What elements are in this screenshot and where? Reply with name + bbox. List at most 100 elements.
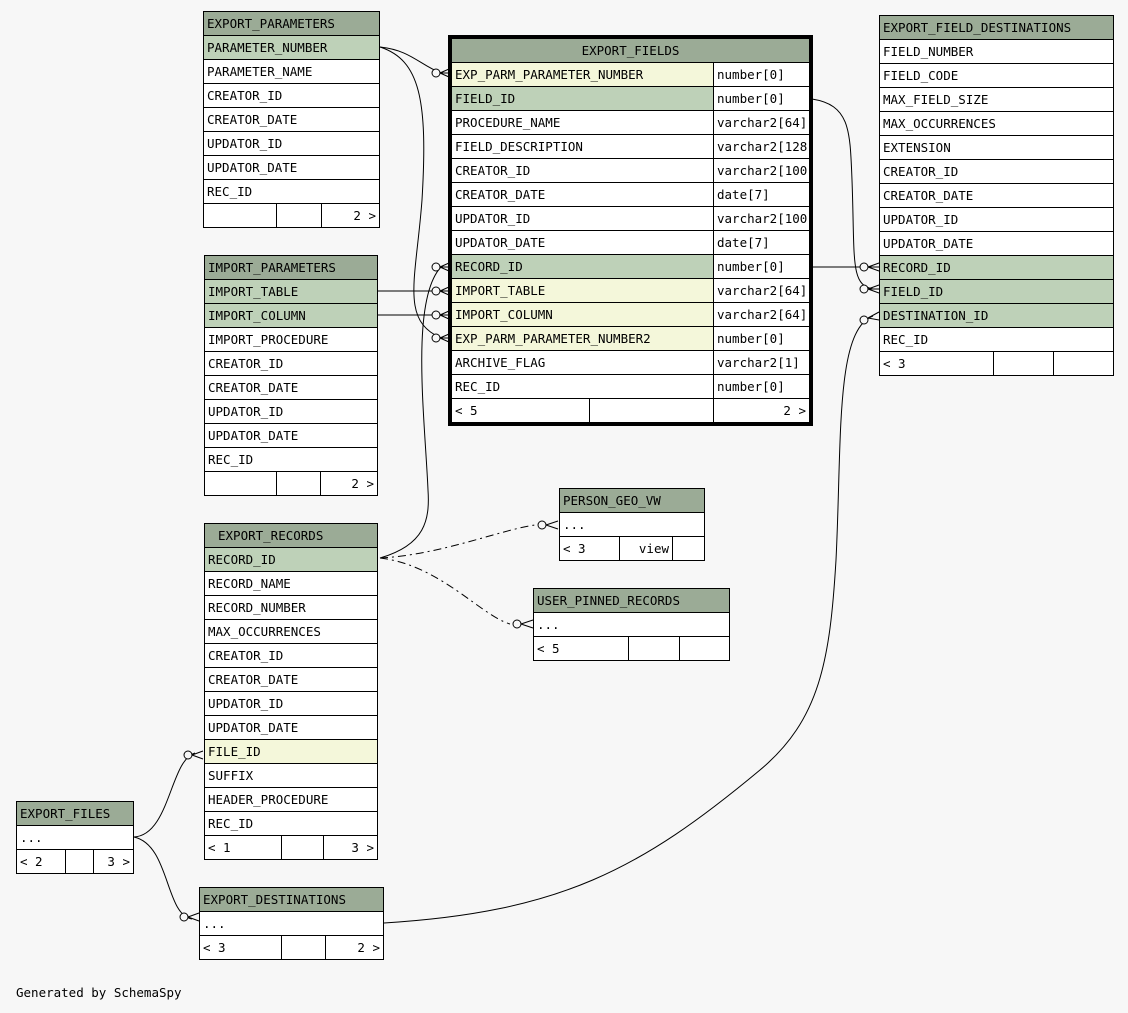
column-row[interactable]: CREATOR_DATE [204,375,378,400]
edge-param-to-expparm2 [379,46,442,339]
parents-link[interactable]: < 3 [879,351,994,376]
column-row[interactable]: CREATOR_ID [204,643,378,668]
children-link[interactable]: 3 > [323,835,378,860]
column-row[interactable]: RECORD_NAME [204,571,378,596]
column-type: varchar2[1] [713,350,810,375]
children-link[interactable]: 2 > [320,471,378,496]
edge-records-to-persongeo [379,524,536,559]
column-name: CREATOR_ID [204,643,378,668]
column-name: FIELD_DESCRIPTION [451,134,714,159]
column-row[interactable]: IMPORT_TABLE [204,279,378,304]
table-export-files[interactable]: EXPORT_FILES ... < 2 3 > [16,801,134,874]
parents-link[interactable]: < 3 [199,935,282,960]
column-row[interactable]: UPDATOR_DATE [204,423,378,448]
column-row[interactable]: CREATOR_ID [204,351,378,376]
column-name: CREATOR_DATE [879,183,1114,208]
column-row[interactable]: REC_ID [204,811,378,836]
column-row[interactable]: RECORD_ID [204,547,378,572]
column-row[interactable]: REC_ID [204,447,378,472]
column-name: CREATOR_ID [204,351,378,376]
table-user-pinned-records[interactable]: USER_PINNED_RECORDS ... < 5 [533,588,730,661]
column-name: PROCEDURE_NAME [451,110,714,135]
parents-link[interactable]: < 1 [204,835,282,860]
children-link[interactable]: 2 > [325,935,384,960]
edge-destinations-to-fielddest [383,315,874,924]
column-row[interactable]: UPDATOR_DATE [203,155,380,180]
children-link[interactable]: 2 > [321,203,380,228]
column-row[interactable]: MAX_FIELD_SIZE [879,87,1114,112]
column-row[interactable]: REC_ID [879,327,1114,352]
column-row[interactable]: EXTENSION [879,135,1114,160]
column-row[interactable]: HEADER_PROCEDURE [204,787,378,812]
column-row[interactable]: DESTINATION_ID [879,303,1114,328]
parents-link[interactable]: < 3 [559,536,620,561]
column-row[interactable]: UPDATOR_ID [204,691,378,716]
column-row[interactable]: CREATOR_DATE [879,183,1114,208]
table-body-ellipsis: ... [199,911,384,936]
table-footer: < 5 2 > [451,398,810,423]
column-row[interactable]: CREATOR_ID [203,83,380,108]
column-row[interactable]: UPDATOR_ID [879,207,1114,232]
column-row[interactable]: FIELD_ID [879,279,1114,304]
table-footer: < 3 2 > [199,935,384,960]
parents-link[interactable]: < 5 [533,636,629,661]
column-row[interactable]: UPDATOR_ID [204,399,378,424]
column-row[interactable]: PARAMETER_NUMBER [203,35,380,60]
column-row[interactable]: IMPORT_COLUMN [204,303,378,328]
column-row[interactable]: CREATOR_ID [879,159,1114,184]
column-row[interactable]: UPDATOR_DATE [879,231,1114,256]
column-name: CREATOR_DATE [204,375,378,400]
table-title: EXPORT_RECORDS [204,523,378,548]
parents-link[interactable]: < 5 [451,398,590,423]
column-row[interactable]: MAX_OCCURRENCES [204,619,378,644]
column-row[interactable]: FIELD_CODE [879,63,1114,88]
column-name: CREATOR_ID [451,158,714,183]
table-export-destinations[interactable]: EXPORT_DESTINATIONS ... < 3 2 > [199,887,384,960]
table-title: EXPORT_FIELDS [451,38,810,63]
table-title: EXPORT_FIELD_DESTINATIONS [879,15,1114,40]
table-person-geo-vw[interactable]: PERSON_GEO_VW ... < 3 view [559,488,705,561]
column-name: DESTINATION_ID [879,303,1114,328]
parents-link[interactable]: < 2 [16,849,66,874]
column-row[interactable]: RECORD_NUMBER [204,595,378,620]
column-type: varchar2[100] [713,158,810,183]
column-row[interactable]: UPDATOR_ID [203,131,380,156]
column-row[interactable]: CREATOR_DATE [204,667,378,692]
children-link[interactable]: 2 > [713,398,810,423]
table-body-ellipsis: ... [16,825,134,850]
column-row[interactable]: PARAMETER_NAME [203,59,380,84]
column-name: UPDATOR_DATE [879,231,1114,256]
column-row[interactable]: REC_ID [203,179,380,204]
column-row[interactable]: IMPORT_PROCEDURE [204,327,378,352]
column-name: CREATOR_DATE [451,182,714,207]
column-name: UPDATOR_DATE [204,423,378,448]
column-row[interactable]: SUFFIX [204,763,378,788]
column-row[interactable]: FILE_ID [204,739,378,764]
column-row[interactable]: RECORD_ID [879,255,1114,280]
column-row[interactable]: MAX_OCCURRENCES [879,111,1114,136]
children-link[interactable]: 3 > [93,849,134,874]
column-row[interactable]: UPDATOR_DATE [204,715,378,740]
column-row[interactable]: CREATOR_DATE [203,107,380,132]
column-row[interactable]: FIELD_NUMBER [879,39,1114,64]
